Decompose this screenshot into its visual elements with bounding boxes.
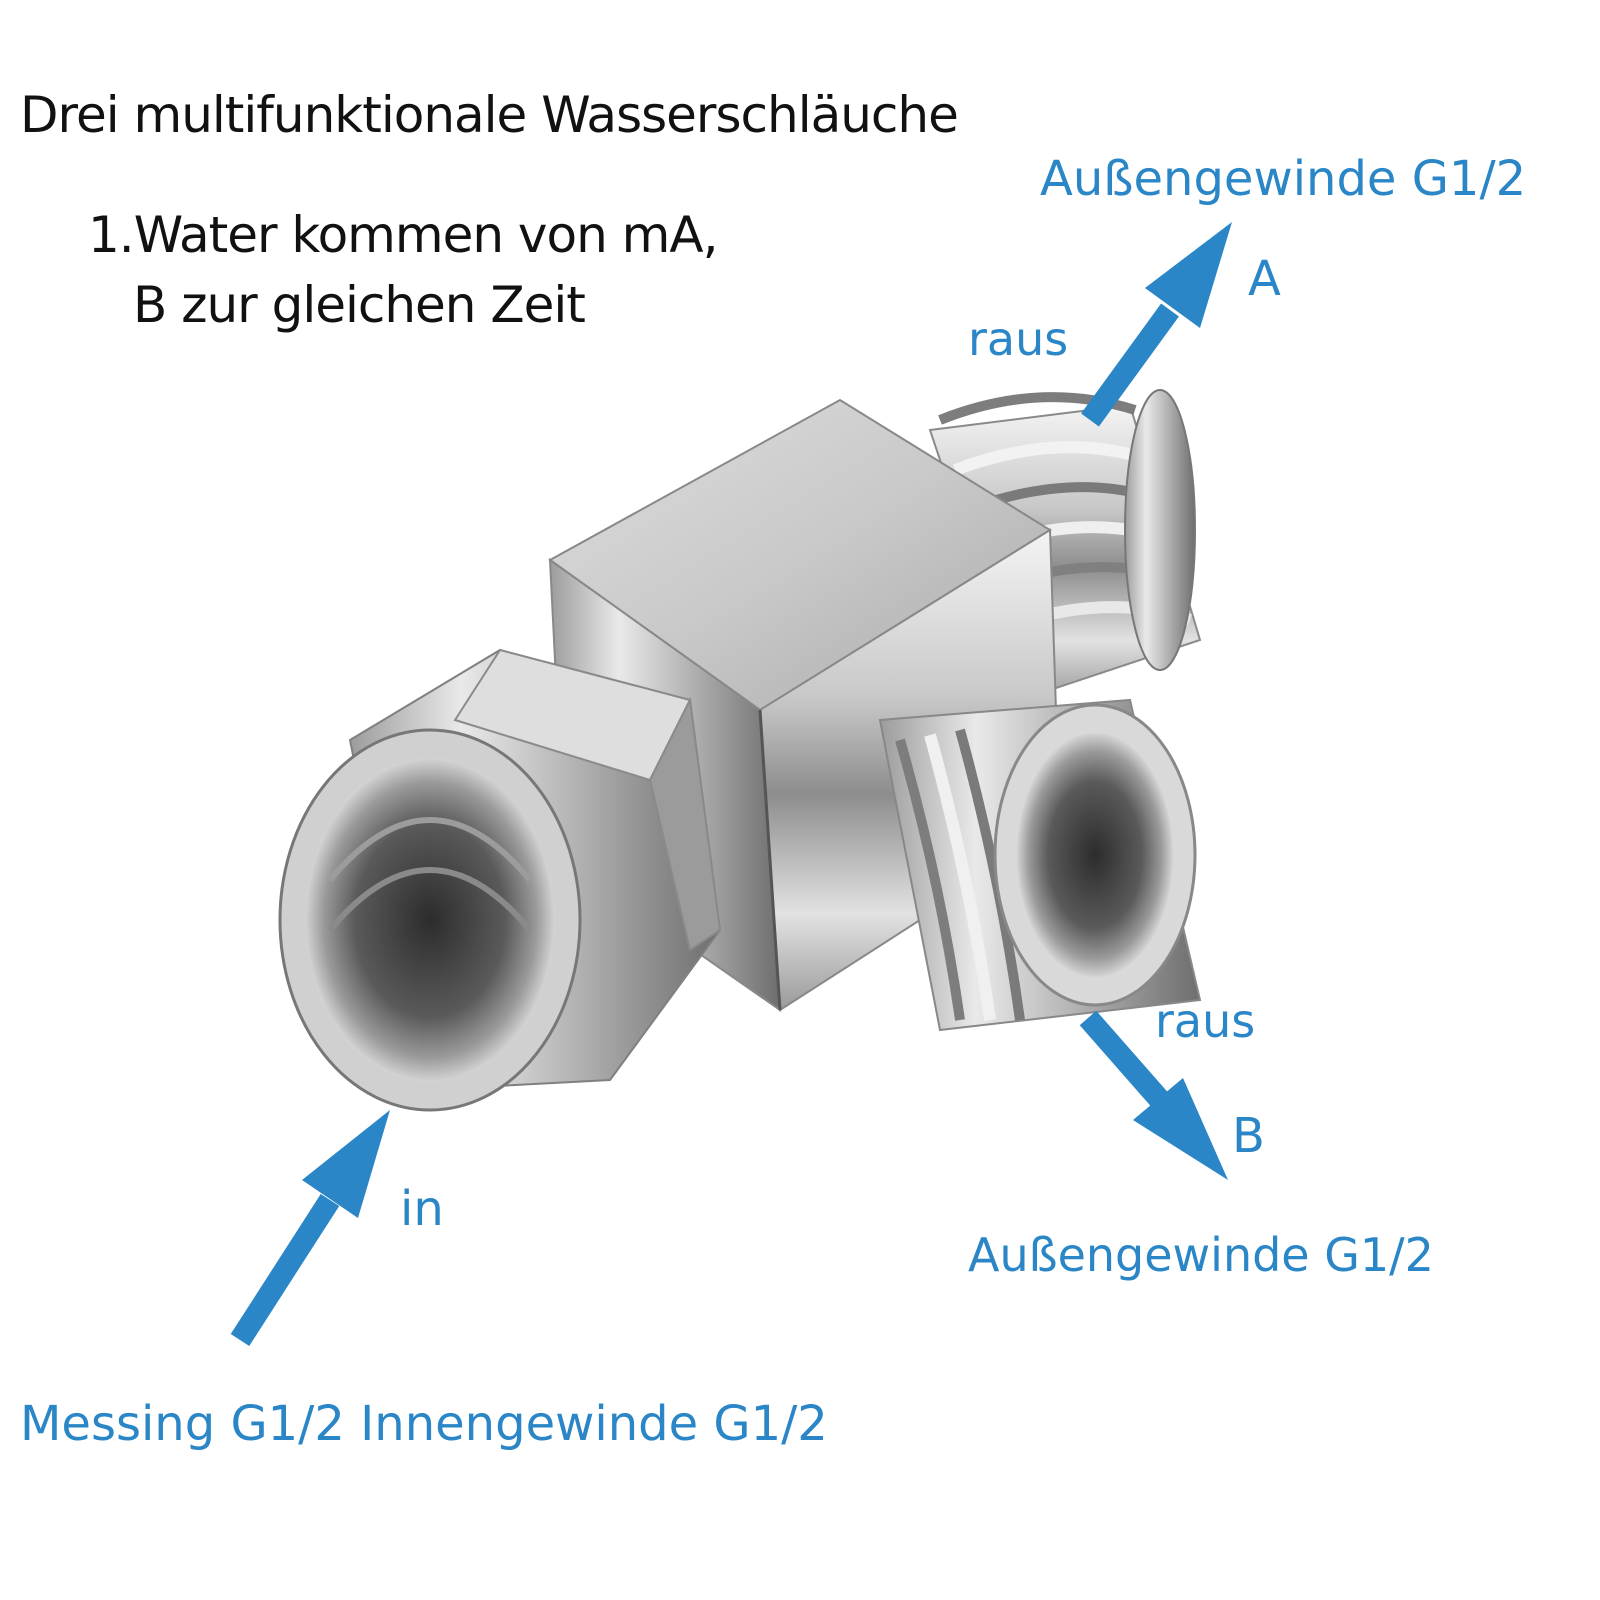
arrow-in xyxy=(230,1110,390,1346)
page-title: Drei multifunktionale Wasserschläuche xyxy=(20,86,959,144)
outlet-b-thread-label: Außengewinde G1/2 xyxy=(968,1228,1434,1282)
outlet-b-letter: B xyxy=(1232,1108,1265,1164)
inlet-thread-label: Messing G1/2 Innengewinde G1/2 xyxy=(20,1396,828,1452)
arrow-out-b xyxy=(1079,1010,1228,1180)
outlet-a-letter: A xyxy=(1248,251,1281,307)
outlet-b-thread xyxy=(878,698,1202,1032)
inlet-hex-nut xyxy=(278,648,722,1112)
inlet-direction-label: in xyxy=(400,1181,444,1237)
description-line-1: 1.Water kommen von mA, xyxy=(88,206,718,264)
outlet-a-direction-label: raus xyxy=(968,312,1069,366)
outlet-b-direction-label: raus xyxy=(1155,994,1256,1048)
description-line-2: B zur gleichen Zeit xyxy=(133,276,586,334)
arrow-out-a xyxy=(1081,222,1232,427)
outlet-a-thread-label: Außengewinde G1/2 xyxy=(1040,151,1527,207)
